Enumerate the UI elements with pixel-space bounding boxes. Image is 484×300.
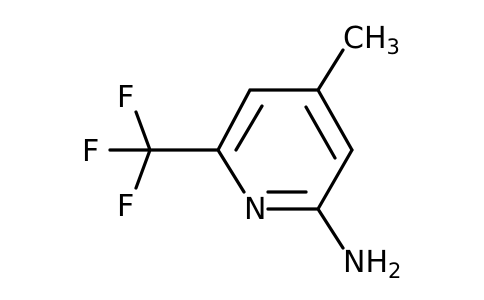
bond-c6-c5 [216,88,252,152]
bond-c2-amine [316,207,345,250]
bond-c4-c3 [316,88,354,152]
fluorine-mid-label: F [82,134,99,169]
bond-c6-c5-inner [234,104,264,152]
amine-label: NH2 [343,245,401,283]
bond-n-c6 [216,148,246,194]
bond-cf3-f-bottom [134,148,152,190]
fluorine-bottom-label: F [117,189,134,224]
bond-c4-methyl [316,48,345,92]
fluorine-top-label: F [117,80,134,115]
methyl-label: CH3 [343,21,400,59]
bond-c4-c3-inner [304,105,337,160]
bond-cf3-f-top [134,110,152,152]
ring-nitrogen-label: N [244,192,266,227]
bond-c3-c2 [316,148,354,211]
